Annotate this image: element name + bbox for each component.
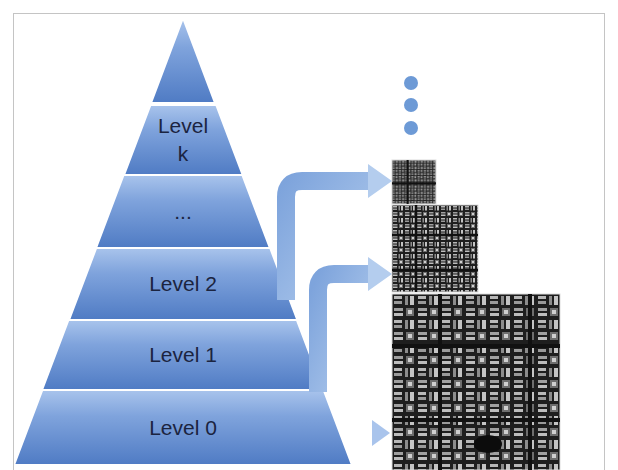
level-text-box: ... [96, 175, 270, 248]
band-shape [69, 248, 297, 320]
band-shape [124, 105, 243, 175]
level-label: Level 2 [149, 270, 217, 298]
arrow-head [372, 420, 390, 446]
level-label: Level 1 [149, 341, 217, 369]
dot [404, 76, 418, 90]
continuation-dots [404, 76, 418, 135]
level-label: ... [174, 198, 192, 226]
image-level-0 [392, 294, 560, 470]
pyramid-level: Level 1 [42, 320, 323, 390]
arrow-shaft [286, 181, 368, 300]
pyramid-level: Level k [124, 105, 243, 175]
pyramid-tip [151, 18, 215, 103]
pyramid-level: ... [96, 175, 270, 248]
arrow-shaft [318, 274, 368, 392]
frame [14, 14, 605, 470]
dot [404, 121, 418, 135]
arrow-head [368, 257, 392, 291]
level-arrow [318, 257, 392, 392]
level-arrow [328, 420, 390, 446]
image-level-2 [392, 160, 436, 204]
level-text-box: Level 1 [42, 320, 323, 390]
level-text-box: Level k [124, 105, 243, 175]
arrow-shaft [328, 427, 372, 440]
band-shape [42, 320, 323, 390]
arrow-head [368, 164, 392, 198]
level-label: Level k [153, 112, 213, 168]
pyramid-level: Level 2 [69, 248, 297, 320]
band-shape [96, 175, 270, 248]
image-level-1 [392, 205, 478, 292]
level-label: Level 0 [149, 414, 217, 442]
dot [404, 98, 418, 112]
level-text-box: Level 2 [69, 248, 297, 320]
band-shape [14, 390, 352, 465]
pyramid-level: Level 0 [14, 390, 352, 465]
level-arrow [286, 164, 392, 300]
level-text-box: Level 0 [14, 390, 352, 465]
